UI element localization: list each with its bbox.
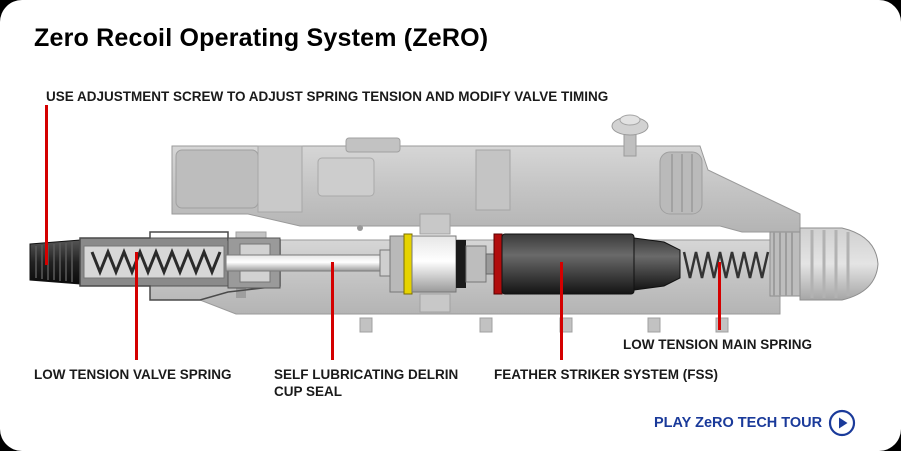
cup-seal-assembly xyxy=(389,233,495,295)
label-cup-seal-line2: CUP SEAL xyxy=(274,384,343,399)
play-circle-icon[interactable] xyxy=(828,409,856,437)
callout-line-adjustment-screw xyxy=(45,105,48,265)
feather-striker xyxy=(493,233,681,295)
valve-spring xyxy=(90,247,222,277)
callout-line-main-spring xyxy=(718,262,721,330)
callout-line-striker xyxy=(560,262,563,360)
adjustment-screw xyxy=(29,239,81,285)
upper-tube xyxy=(171,137,801,233)
callout-line-valve-spring xyxy=(135,252,138,360)
valve-stem xyxy=(225,249,391,277)
page-title: Zero Recoil Operating System (ZeRO) xyxy=(34,24,489,52)
main-spring xyxy=(682,251,770,279)
label-main-spring: LOW TENSION MAIN SPRING xyxy=(623,337,812,352)
label-cup-seal: SELF LUBRICATING DELRIN CUP SEAL xyxy=(274,366,458,400)
label-striker: FEATHER STRIKER SYSTEM (FSS) xyxy=(494,367,719,382)
label-cup-seal-line1: SELF LUBRICATING DELRIN xyxy=(274,367,459,382)
callout-line-cup-seal xyxy=(331,262,334,360)
play-tech-tour-label: PLAY ZeRO TECH TOUR xyxy=(654,415,823,431)
end-cap xyxy=(769,227,879,301)
top-knob xyxy=(611,114,649,157)
play-tech-tour-link[interactable]: PLAY ZeRO TECH TOUR xyxy=(654,408,856,438)
label-valve-spring: LOW TENSION VALVE SPRING xyxy=(34,367,232,382)
label-adjustment-screw: USE ADJUSTMENT SCREW TO ADJUST SPRING TE… xyxy=(46,89,609,104)
